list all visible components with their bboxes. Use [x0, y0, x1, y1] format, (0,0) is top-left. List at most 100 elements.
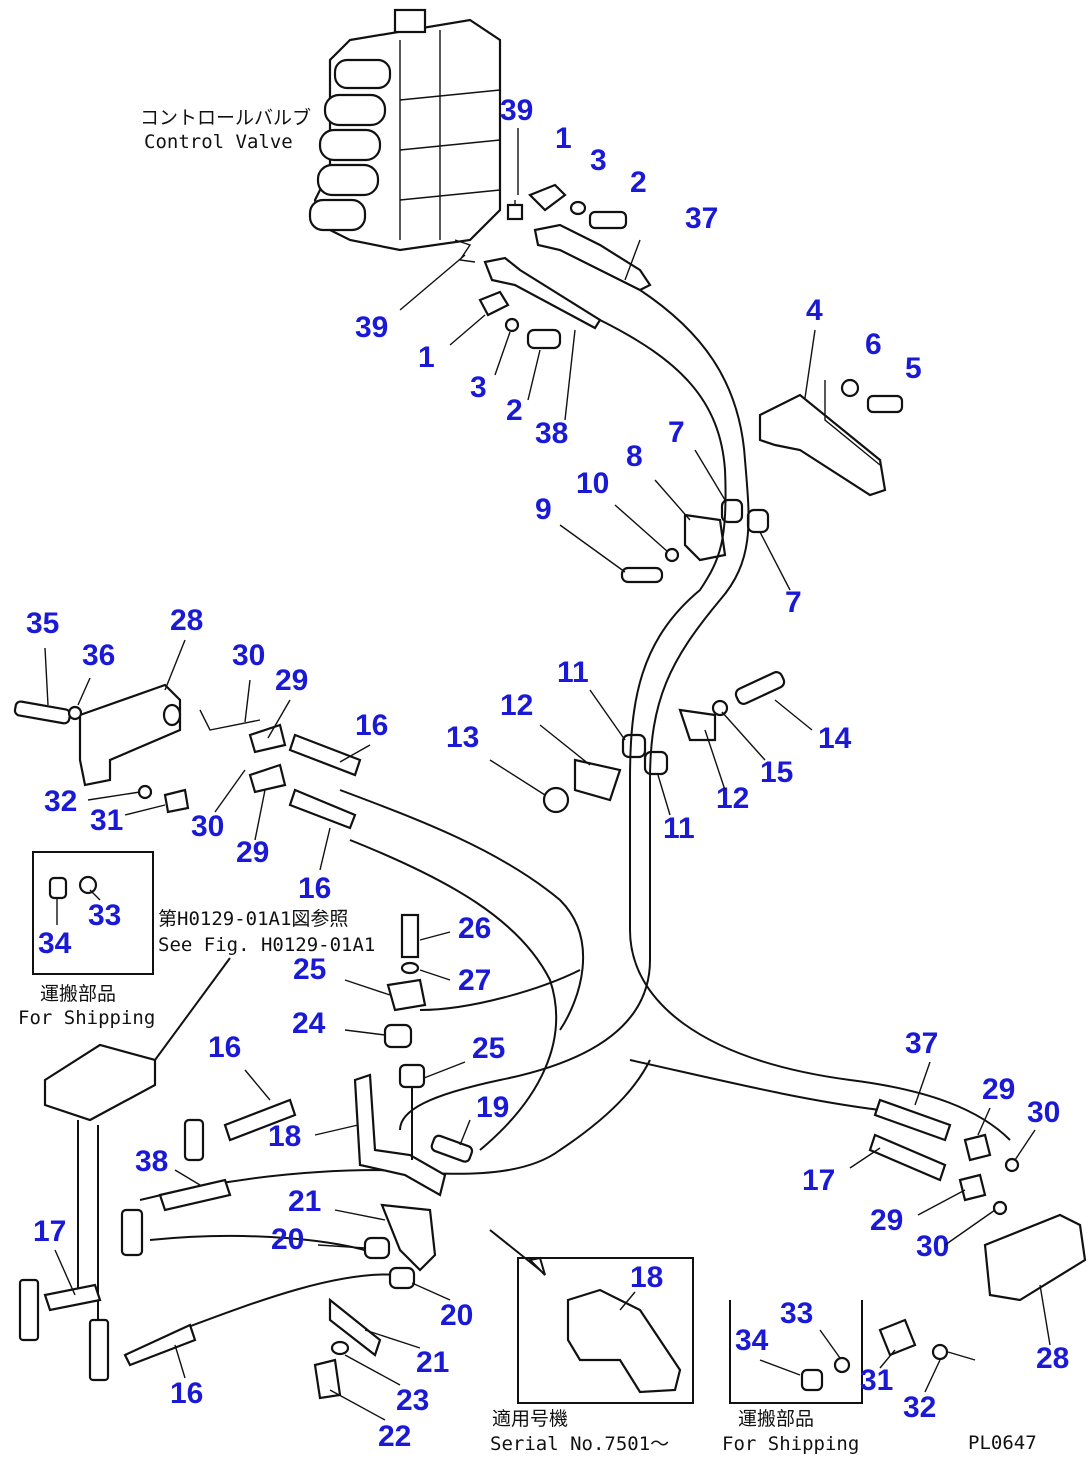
leader-lines [44, 128, 1051, 1421]
callout-34-b: 34 [735, 1324, 769, 1357]
detail-bracket-18 [566, 1288, 682, 1394]
callout-26: 26 [458, 912, 491, 945]
callout-8: 8 [626, 440, 643, 473]
control-valve-label-jp: コントロールバルブ [140, 106, 311, 129]
callout-21: 21 [288, 1185, 321, 1218]
shipping-left-label-en: For Shipping [18, 1007, 155, 1029]
callout-16-d: 16 [170, 1377, 203, 1410]
block-28-left [13, 683, 362, 830]
callout-5: 5 [905, 352, 922, 385]
see-fig-leader [154, 957, 231, 1061]
callout-31: 31 [90, 804, 123, 837]
callout-30-c: 30 [1027, 1096, 1060, 1129]
callout-16: 16 [355, 709, 388, 742]
valve-block-left [18, 1043, 232, 1382]
shipping-left-label-jp: 運搬部品 [40, 983, 116, 1005]
clamps-7 [620, 498, 770, 584]
callout-39-b: 39 [355, 311, 388, 344]
detail-box-18 [517, 1257, 694, 1404]
callout-17: 17 [802, 1164, 835, 1197]
callout-38: 38 [535, 417, 568, 450]
see-fig-label-en: See Fig. H0129-01A1 [158, 934, 375, 956]
control-valve [308, 8, 502, 252]
see-fig-label-jp: 第H0129-01A1図参照 [158, 908, 348, 930]
callout-19: 19 [476, 1091, 509, 1124]
callout-28: 28 [170, 604, 203, 637]
shipping-box-left [32, 851, 154, 975]
callout-30-b: 30 [191, 810, 224, 843]
callout-9: 9 [535, 493, 552, 526]
drawing-code: PL0647 [968, 1432, 1037, 1454]
callout-30: 30 [232, 639, 265, 672]
serial-label-en: Serial No.7501～ [490, 1433, 669, 1455]
callout-15: 15 [760, 756, 793, 789]
callout-11: 11 [557, 656, 589, 689]
callout-23: 23 [396, 1384, 429, 1417]
callout-1: 1 [555, 122, 572, 155]
callout-3-b: 3 [470, 371, 487, 404]
callout-numbers: 39 1 3 2 37 39 1 3 2 38 4 6 5 7 8 10 9 7… [26, 94, 1069, 1453]
callout-39: 39 [500, 94, 533, 127]
callout-29-b: 29 [236, 836, 269, 869]
callout-21-b: 21 [416, 1346, 449, 1379]
callout-7: 7 [668, 416, 685, 449]
callout-33-b: 33 [780, 1297, 813, 1330]
callout-37-b: 37 [905, 1027, 938, 1060]
callout-1-b: 1 [418, 341, 435, 374]
callout-12-b: 12 [716, 782, 749, 815]
callout-22: 22 [378, 1420, 411, 1453]
callout-4: 4 [806, 294, 823, 327]
bracket-4 [758, 378, 904, 497]
callout-2: 2 [630, 166, 647, 199]
callout-2-b: 2 [506, 394, 523, 427]
callout-25-b: 25 [472, 1032, 505, 1065]
shipping-parts-left [48, 875, 98, 900]
callout-38-b: 38 [135, 1145, 168, 1178]
shipping-box-right [729, 1300, 863, 1404]
serial-label-jp: 適用号機 [492, 1408, 568, 1430]
block-28-right [868, 1098, 1087, 1361]
callout-35: 35 [26, 607, 59, 640]
callout-17-b: 17 [33, 1215, 66, 1248]
callout-29-d: 29 [870, 1204, 903, 1237]
shipping-right-label-en: For Shipping [722, 1433, 859, 1455]
top-fittings [454, 183, 652, 350]
callout-32: 32 [44, 785, 77, 818]
detail-arrow [489, 1229, 541, 1271]
clamps-11 [542, 671, 786, 814]
callout-3: 3 [590, 144, 607, 177]
callout-37: 37 [685, 202, 718, 235]
shipping-parts-right [800, 1356, 851, 1392]
callout-12: 12 [500, 689, 533, 722]
callout-13: 13 [446, 721, 479, 754]
callout-31-b: 31 [860, 1364, 893, 1397]
callout-36: 36 [82, 639, 115, 672]
callout-24: 24 [292, 1007, 326, 1040]
main-hoses [139, 289, 1011, 1331]
detail-arrowhead [527, 1256, 546, 1276]
callout-16-c: 16 [208, 1031, 241, 1064]
callout-29-c: 29 [982, 1073, 1015, 1106]
bracket-18-center [223, 913, 474, 1400]
callout-20: 20 [271, 1223, 304, 1256]
callout-20-b: 20 [440, 1299, 473, 1332]
callout-28-b: 28 [1036, 1342, 1069, 1375]
callout-14: 14 [818, 722, 852, 755]
callout-27: 27 [458, 964, 491, 997]
callout-25: 25 [293, 953, 326, 986]
callout-34: 34 [38, 927, 72, 960]
callout-11-b: 11 [663, 812, 695, 845]
callout-32-b: 32 [903, 1391, 936, 1424]
callout-6: 6 [865, 328, 882, 361]
callout-29: 29 [275, 664, 308, 697]
callout-33: 33 [88, 899, 121, 932]
shipping-right-label-jp: 運搬部品 [738, 1408, 814, 1430]
callout-30-d: 30 [916, 1230, 949, 1263]
callout-16-b: 16 [298, 872, 331, 905]
callout-10: 10 [576, 467, 609, 500]
control-valve-label-en: Control Valve [144, 131, 293, 153]
callout-18-b: 18 [630, 1261, 663, 1294]
callout-7-b: 7 [785, 586, 802, 619]
callout-18: 18 [268, 1120, 301, 1153]
